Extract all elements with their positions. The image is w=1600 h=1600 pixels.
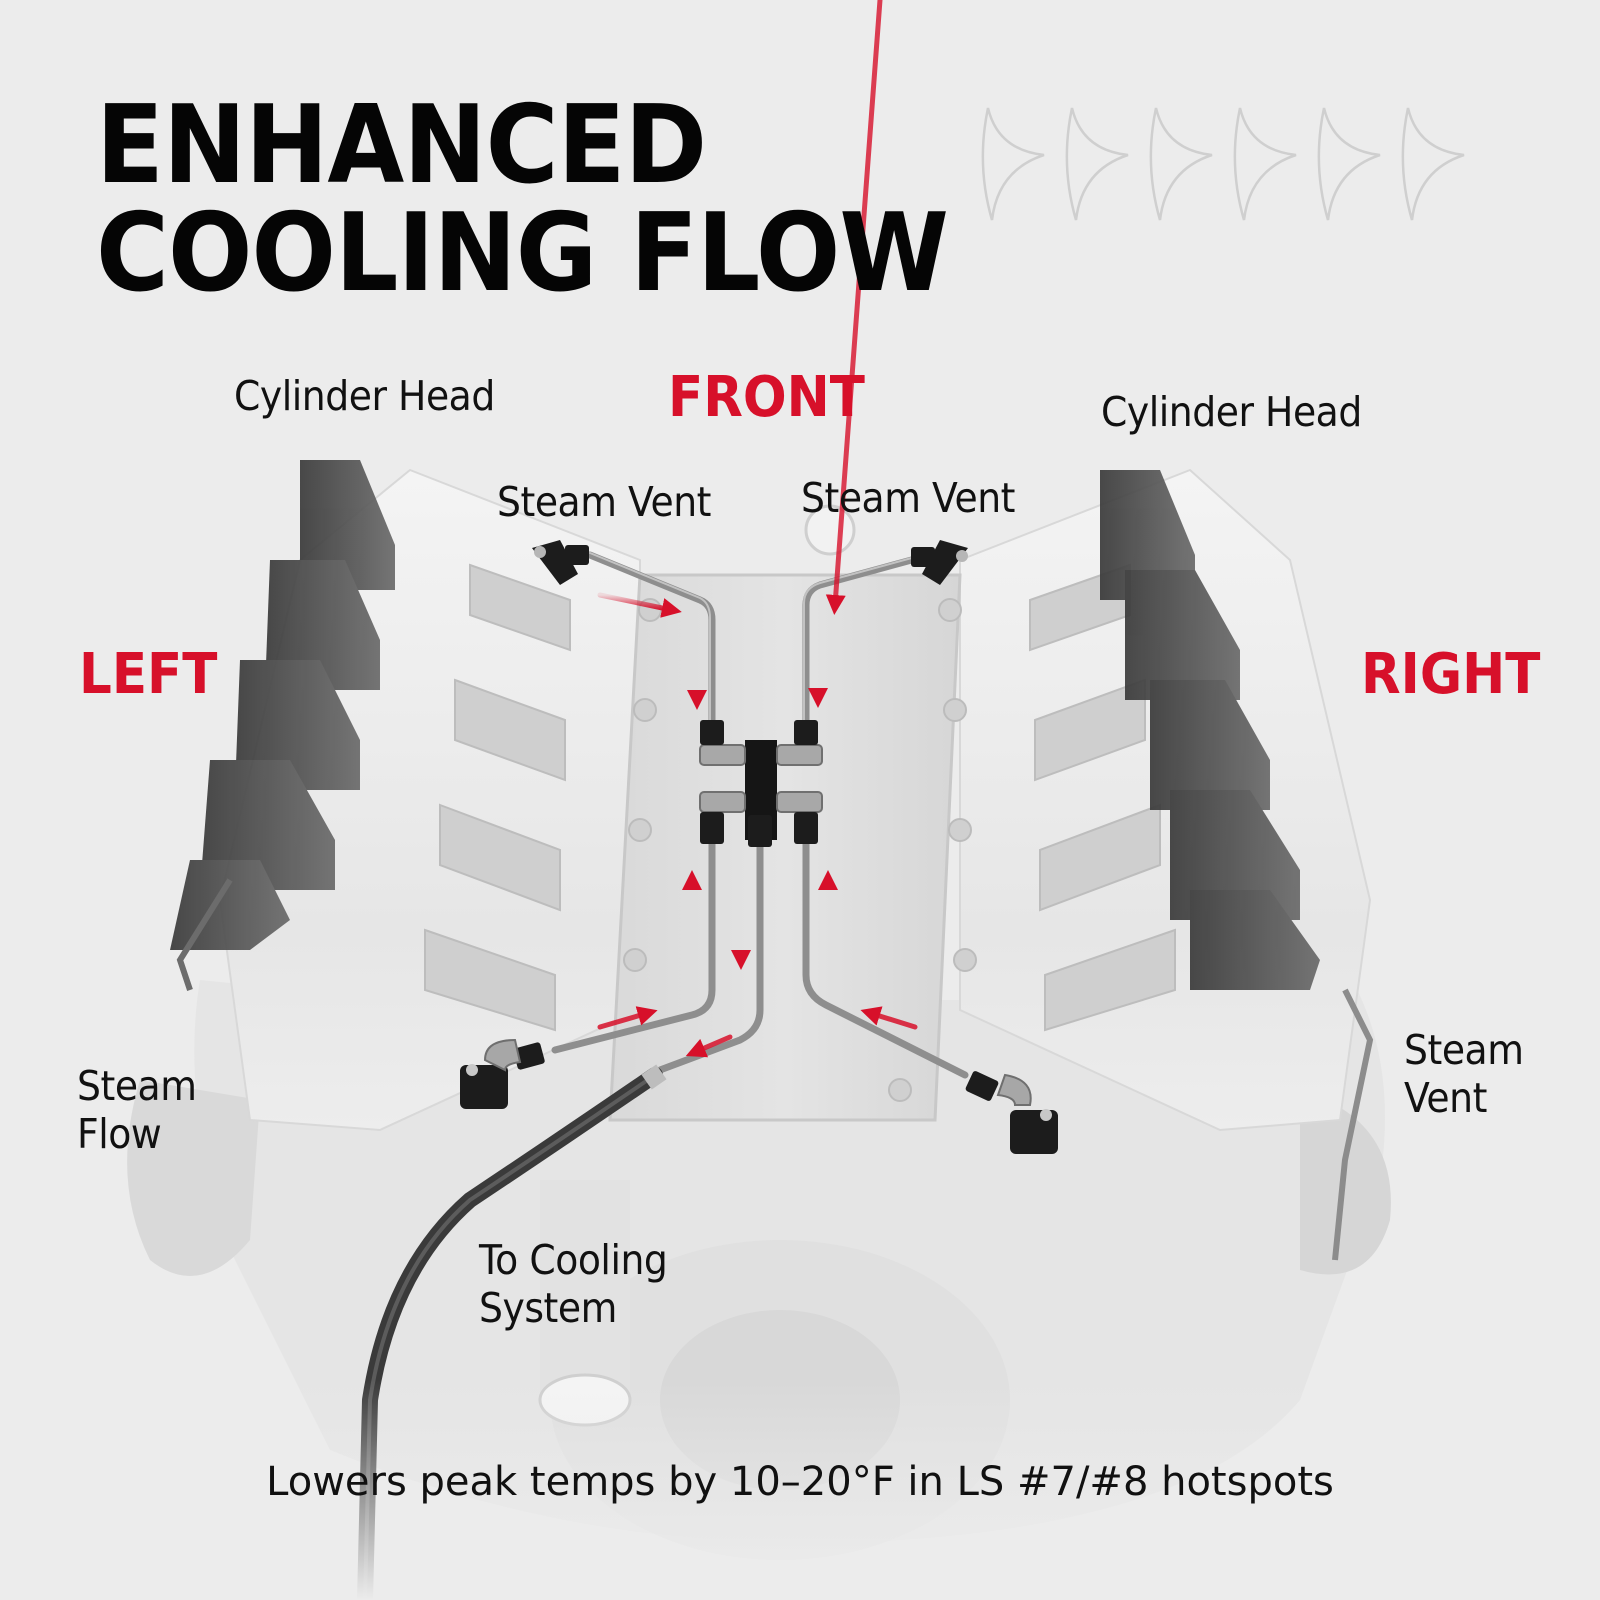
chevron-decor-row	[981, 107, 1465, 221]
direction-right-label: RIGHT	[1361, 642, 1541, 707]
direction-left-label: LEFT	[79, 642, 218, 707]
steam-flow-line-2: Flow	[77, 1110, 162, 1158]
title-line-2: COOLING FLOW	[96, 191, 949, 316]
chevron-right-outline-icon	[1233, 107, 1297, 221]
to-cooling-line-1: To Cooling	[479, 1236, 668, 1284]
steam-flow-label: Steam Flow	[77, 1062, 197, 1158]
steam-vent-rear-line-2: Vent	[1404, 1074, 1487, 1122]
title-line-1: ENHANCED	[96, 83, 707, 208]
steam-vent-rear-line-1: Steam	[1404, 1026, 1524, 1074]
chevron-right-outline-icon	[1149, 107, 1213, 221]
steam-flow-line-1: Steam	[77, 1062, 197, 1110]
benefit-caption: Lowers peak temps by 10–20°F in LS #7/#8…	[266, 1459, 1334, 1505]
steam-vent-top-right-label: Steam Vent	[801, 474, 1015, 522]
steam-vent-rear-label: Steam Vent	[1404, 1026, 1524, 1122]
page-title: ENHANCED COOLING FLOW	[96, 83, 949, 316]
to-cooling-line-2: System	[479, 1284, 617, 1332]
steam-vent-top-left-label: Steam Vent	[497, 478, 711, 526]
chevron-right-outline-icon	[981, 107, 1045, 221]
cylinder-head-left-label: Cylinder Head	[234, 372, 495, 420]
chevron-right-outline-icon	[1401, 107, 1465, 221]
cylinder-head-right-label: Cylinder Head	[1101, 388, 1362, 436]
chevron-right-outline-icon	[1065, 107, 1129, 221]
chevron-right-outline-icon	[1317, 107, 1381, 221]
to-cooling-system-label: To Cooling System	[479, 1236, 668, 1332]
direction-front-label: FRONT	[668, 365, 865, 430]
